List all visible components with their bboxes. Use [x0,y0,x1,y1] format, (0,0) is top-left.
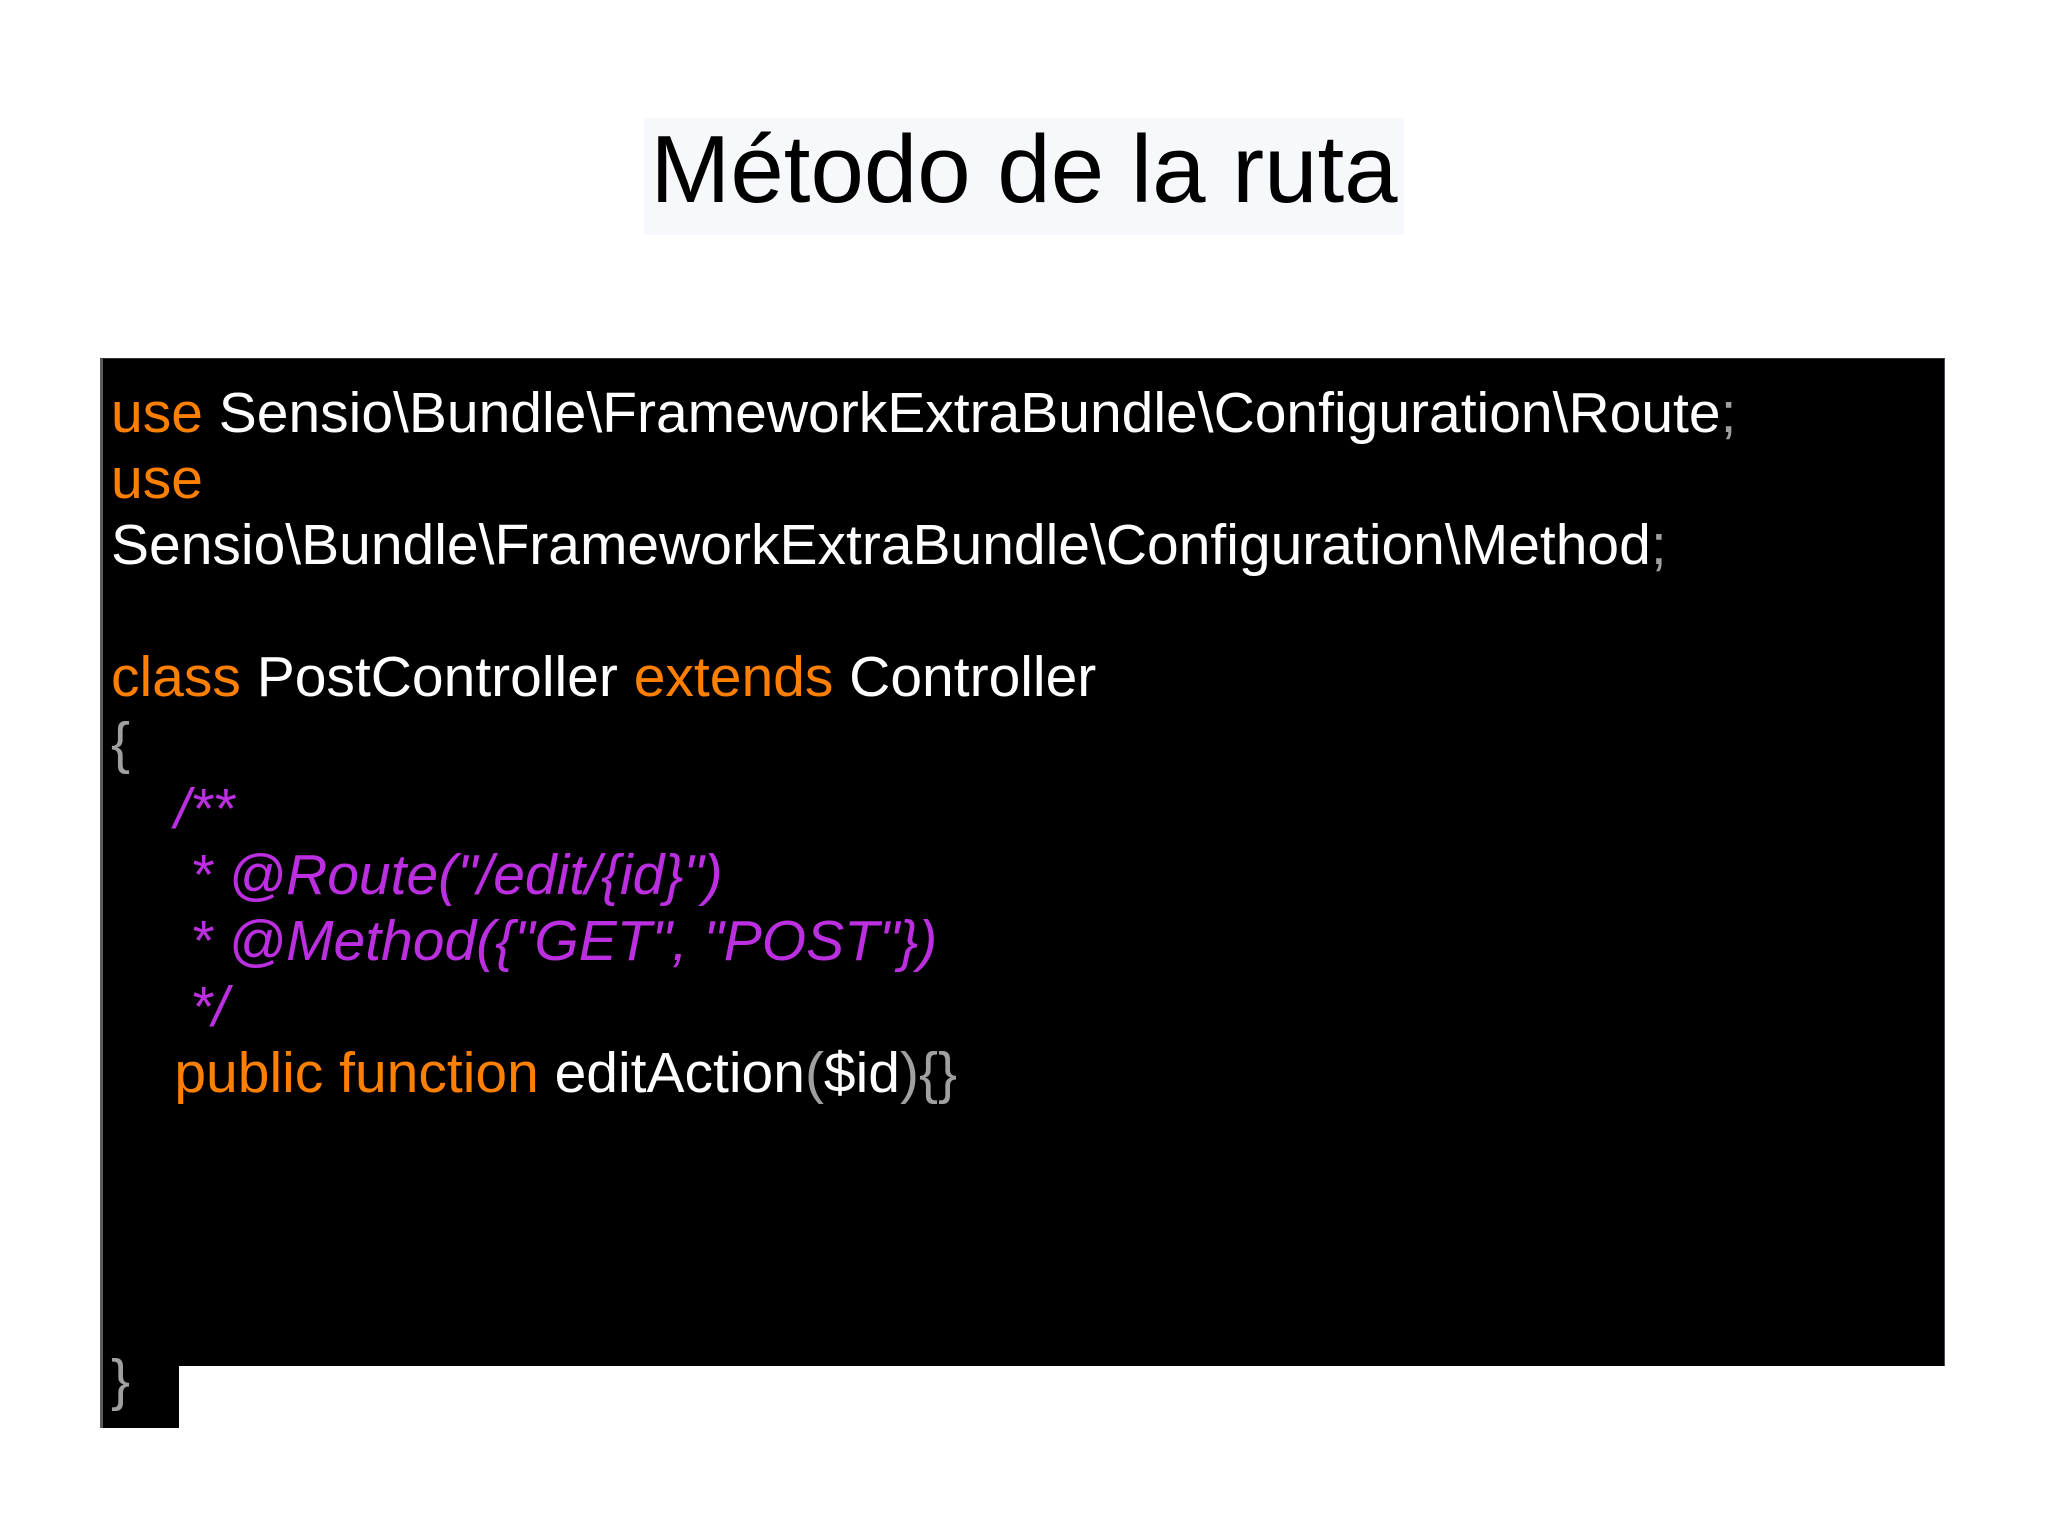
page-title-text: Método de la ruta [644,118,1404,235]
code-token-identifier: $id [823,1041,900,1105]
line-use-route: use Sensio\Bundle\FrameworkExtraBundle\C… [103,381,1944,447]
code-token-identifier: editAction [538,1041,805,1105]
code-closing-brace: } [111,1348,131,1412]
line-blank-1 [103,579,1944,645]
line-use-method: Sensio\Bundle\FrameworkExtraBundle\Confi… [103,513,1944,579]
code-block-tail: } [100,1348,179,1428]
code-token-keyword: class [111,645,241,709]
code-token-punctuation: ; [1650,513,1667,577]
line-class-decl: class PostController extends Controller [103,645,1944,711]
code-token-keyword: public function [174,1041,539,1105]
code-token-keyword: use [111,447,203,511]
code-token-identifier: Controller [833,645,1097,709]
code-token-identifier [111,1041,174,1105]
code-token-punctuation: ( [804,1041,824,1105]
code-token-identifier: PostController [240,645,634,709]
code-token-comment: * @Method({"GET", "POST"}) [111,909,938,973]
code-token-punctuation: ; [1720,381,1737,445]
code-token-identifier: Sensio\Bundle\FrameworkExtraBundle\Confi… [202,381,1721,445]
page-title: Método de la ruta [0,118,2048,235]
code-token-punctuation: ) [900,1041,919,1105]
code-token-punctuation: { [111,711,131,775]
code-token-keyword: use [111,381,203,445]
code-content: use Sensio\Bundle\FrameworkExtraBundle\C… [103,359,1944,1107]
code-block: use Sensio\Bundle\FrameworkExtraBundle\C… [100,358,1945,1366]
code-token-keyword: extends [633,645,834,709]
line-method-decl: public function editAction($id){} [103,1041,1944,1107]
code-token-comment: */ [111,975,229,1039]
line-annotation-method: * @Method({"GET", "POST"}) [103,909,1944,975]
line-docblock-open: /** [103,777,1944,843]
code-token-comment: * @Route("/edit/{id}") [111,843,723,907]
line-class-open-brace: { [103,711,1944,777]
code-token-comment: /** [111,777,235,841]
line-docblock-close: */ [103,975,1944,1041]
code-token-identifier: Sensio\Bundle\FrameworkExtraBundle\Confi… [111,513,1651,577]
line-annotation-route: * @Route("/edit/{id}") [103,843,1944,909]
code-token-punctuation: {} [918,1041,958,1105]
line-use-keyword: use [103,447,1944,513]
